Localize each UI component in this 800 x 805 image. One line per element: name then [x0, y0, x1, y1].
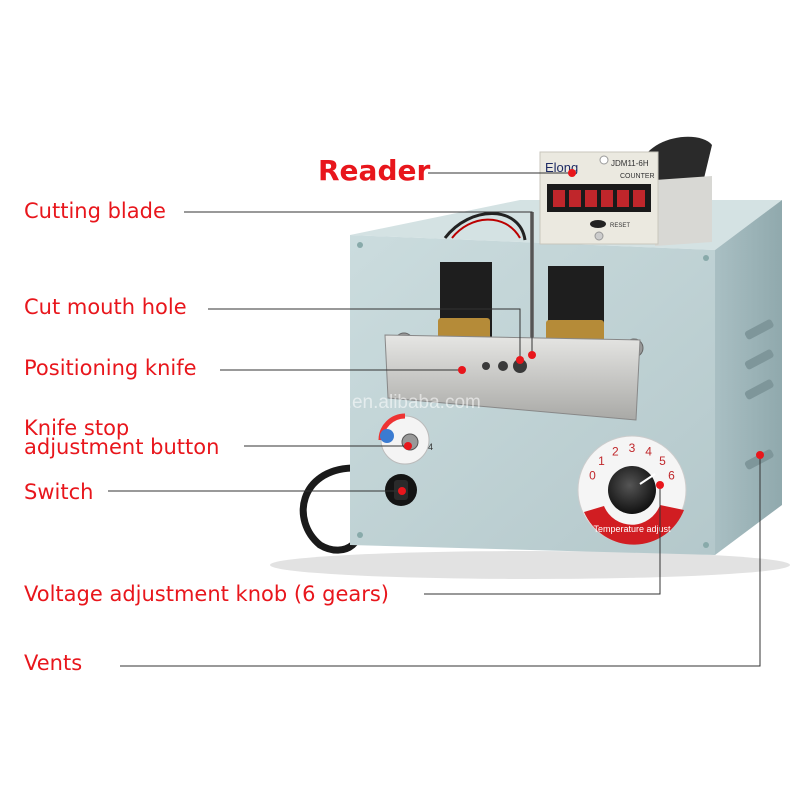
dial-number: 2: [612, 444, 619, 458]
dial-number: 5: [659, 454, 666, 468]
knob-pointer: [639, 473, 656, 485]
screw: [703, 542, 709, 548]
watermark: iherdsman.en.alibaba.com: [258, 392, 481, 413]
floor-shadow: [270, 551, 790, 579]
leader-voltage-knob: [424, 485, 661, 595]
screw: [703, 255, 709, 261]
dial-number: 1: [598, 454, 605, 468]
dial-number: 3: [629, 441, 636, 455]
top-wire-red: [451, 218, 521, 239]
cut-holes: [482, 359, 527, 373]
dial-number: 4: [645, 444, 652, 458]
top-wire: [443, 212, 527, 241]
leader-lines: [108, 172, 761, 667]
label-voltage-knob: Voltage adjustment knob (6 gears): [24, 582, 389, 606]
label-reader: Reader: [318, 154, 431, 187]
label-vents: Vents: [24, 651, 83, 675]
leader-cut-mouth-hole: [208, 308, 521, 360]
label-positioning-knife: Positioning knife: [24, 356, 197, 380]
leader-vents: [120, 455, 761, 667]
label-knife-stop-line2: adjustment button: [24, 435, 220, 459]
counter-screw: [599, 155, 609, 165]
screw: [357, 242, 363, 248]
leader-dots: [398, 169, 764, 495]
side-panel: [715, 200, 782, 555]
positioning-plate: [384, 334, 641, 421]
knife-stop-dial[interactable]: 4: [378, 413, 433, 465]
small-dial-mark: 4: [428, 442, 433, 452]
label-cut-mouth-hole: Cut mouth hole: [24, 295, 187, 319]
leader-cutting-blade: [184, 211, 533, 355]
label-knife-stop-line1: Knife stop: [24, 416, 130, 440]
counter-digits: [553, 190, 645, 207]
counter-reader: Elong JDM11-6H COUNTER RESET: [539, 151, 712, 246]
dial-number: 0: [589, 469, 596, 483]
dial-knob[interactable]: [608, 466, 656, 514]
side-vents: [744, 319, 774, 470]
screw: [357, 532, 363, 538]
dial-caption: Temperature adjust: [593, 524, 671, 534]
reset-button[interactable]: [590, 220, 606, 228]
counter-caption: COUNTER: [620, 173, 655, 180]
label-cutting-blade: Cutting blade: [24, 199, 166, 223]
reset-label: RESET: [610, 223, 630, 229]
dial-number: 6: [668, 469, 675, 483]
counter-screw-lower: [594, 231, 604, 241]
counter-model: JDM11-6H: [611, 159, 649, 168]
label-switch: Switch: [24, 480, 94, 504]
